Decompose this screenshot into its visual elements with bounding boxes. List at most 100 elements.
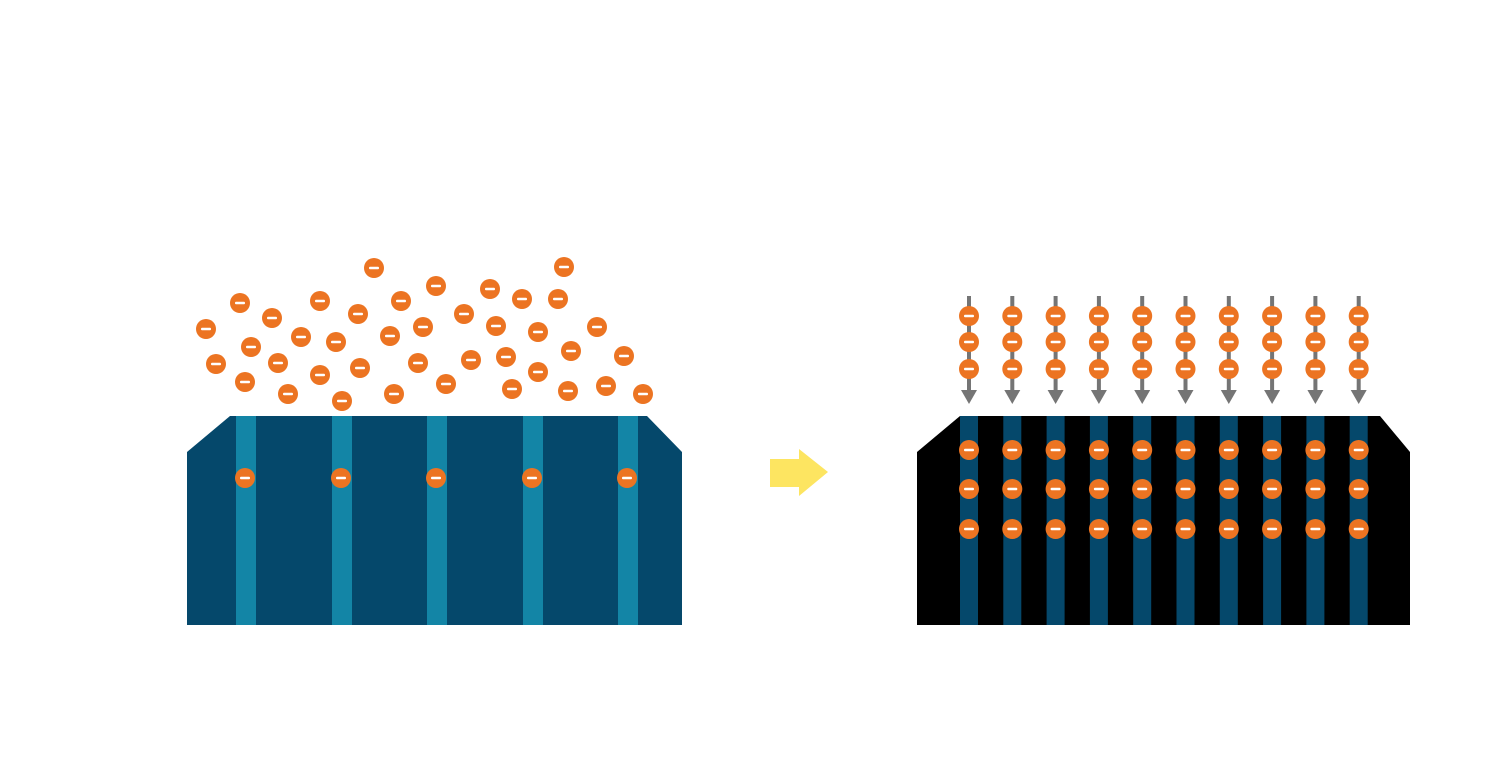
negative-ion-icon bbox=[554, 257, 574, 277]
negative-ion-icon bbox=[1262, 440, 1283, 460]
negative-ion-icon bbox=[310, 365, 330, 385]
minus-sign bbox=[1093, 340, 1104, 344]
minus-sign bbox=[240, 380, 250, 384]
minus-sign bbox=[1180, 487, 1191, 491]
minus-sign bbox=[501, 355, 511, 359]
minus-sign bbox=[201, 327, 211, 331]
negative-ion-icon bbox=[959, 306, 979, 326]
minus-sign bbox=[1007, 487, 1018, 491]
negative-ion-icon bbox=[1348, 332, 1369, 352]
left-channel bbox=[236, 416, 256, 625]
negative-ion-icon bbox=[380, 326, 400, 346]
negative-ion-icon bbox=[291, 327, 311, 347]
negative-ion-icon bbox=[1348, 519, 1369, 539]
negative-ion-icon bbox=[310, 291, 330, 311]
minus-sign bbox=[1007, 448, 1018, 452]
negative-ion-icon bbox=[1218, 359, 1239, 379]
minus-sign bbox=[459, 312, 469, 316]
minus-sign bbox=[638, 392, 648, 396]
negative-ion-icon bbox=[502, 379, 522, 399]
negative-ion-icon bbox=[1262, 519, 1283, 539]
negative-ion-icon bbox=[959, 479, 979, 499]
minus-sign bbox=[1180, 448, 1191, 452]
negative-ion-icon bbox=[1088, 479, 1109, 499]
minus-sign bbox=[1137, 527, 1148, 531]
negative-ion-icon bbox=[617, 468, 637, 488]
minus-sign bbox=[1050, 340, 1061, 344]
negative-ion-icon bbox=[332, 391, 352, 411]
negative-ion-icon bbox=[1002, 332, 1023, 352]
negative-ion-icon bbox=[1262, 479, 1283, 499]
minus-sign bbox=[964, 340, 974, 344]
minus-sign bbox=[1353, 367, 1364, 371]
negative-ion-icon bbox=[1088, 359, 1109, 379]
negative-ion-icon bbox=[262, 308, 282, 328]
minus-sign bbox=[418, 325, 428, 329]
minus-sign bbox=[1137, 448, 1148, 452]
minus-sign bbox=[1050, 527, 1061, 531]
negative-ion-icon bbox=[1088, 519, 1109, 539]
minus-sign bbox=[1267, 340, 1278, 344]
negative-ion-icon bbox=[426, 276, 446, 296]
minus-sign bbox=[1310, 527, 1321, 531]
minus-sign bbox=[1137, 314, 1148, 318]
negative-ion-icon bbox=[348, 304, 368, 324]
negative-ion-icon bbox=[959, 359, 979, 379]
arrow-head bbox=[1134, 390, 1151, 404]
negative-ion-icon bbox=[587, 317, 607, 337]
negative-ion-icon bbox=[561, 341, 581, 361]
minus-sign bbox=[491, 324, 501, 328]
negative-ion-icon bbox=[1305, 519, 1326, 539]
negative-ion-icon bbox=[408, 353, 428, 373]
minus-sign bbox=[1223, 487, 1234, 491]
arrow-head bbox=[1220, 390, 1237, 404]
negative-ion-icon bbox=[230, 293, 250, 313]
minus-sign bbox=[601, 384, 611, 388]
minus-sign bbox=[337, 399, 347, 403]
negative-ion-icon bbox=[1218, 440, 1239, 460]
minus-sign bbox=[315, 299, 325, 303]
minus-sign bbox=[283, 392, 293, 396]
minus-sign bbox=[485, 287, 495, 291]
negative-ion-icon bbox=[548, 289, 568, 309]
negative-ion-icon bbox=[558, 381, 578, 401]
negative-ion-icon bbox=[1218, 519, 1239, 539]
negative-ion-icon bbox=[461, 350, 481, 370]
minus-sign bbox=[964, 527, 974, 531]
negative-ion-icon bbox=[1262, 359, 1283, 379]
minus-sign bbox=[517, 297, 527, 301]
minus-sign bbox=[267, 316, 277, 320]
minus-sign bbox=[592, 325, 602, 329]
negative-ion-icon bbox=[364, 258, 384, 278]
minus-sign bbox=[1050, 487, 1061, 491]
minus-sign bbox=[431, 476, 441, 480]
negative-ion-icon bbox=[1045, 306, 1066, 326]
arrow-head bbox=[1004, 390, 1021, 404]
negative-ion-icon bbox=[1305, 332, 1326, 352]
negative-ion-icon bbox=[206, 354, 226, 374]
negative-ion-icon bbox=[1218, 479, 1239, 499]
negative-ion-icon bbox=[1305, 440, 1326, 460]
minus-sign bbox=[1093, 367, 1104, 371]
negative-ion-icon bbox=[1348, 306, 1369, 326]
negative-ion-icon bbox=[1175, 306, 1196, 326]
negative-ion-icon bbox=[1175, 359, 1196, 379]
minus-sign bbox=[1093, 448, 1104, 452]
minus-sign bbox=[1223, 314, 1234, 318]
minus-sign bbox=[1353, 448, 1364, 452]
minus-sign bbox=[1223, 340, 1234, 344]
negative-ion-icon bbox=[326, 332, 346, 352]
minus-sign bbox=[1093, 314, 1104, 318]
minus-sign bbox=[431, 284, 441, 288]
minus-sign bbox=[527, 476, 537, 480]
left-channel bbox=[427, 416, 447, 625]
minus-sign bbox=[315, 373, 325, 377]
negative-ion-icon bbox=[1002, 359, 1023, 379]
arrow-head bbox=[1177, 390, 1194, 404]
minus-sign bbox=[1007, 527, 1018, 531]
minus-sign bbox=[964, 314, 974, 318]
negative-ion-icon bbox=[528, 322, 548, 342]
negative-ion-icon bbox=[1218, 332, 1239, 352]
minus-sign bbox=[441, 382, 451, 386]
